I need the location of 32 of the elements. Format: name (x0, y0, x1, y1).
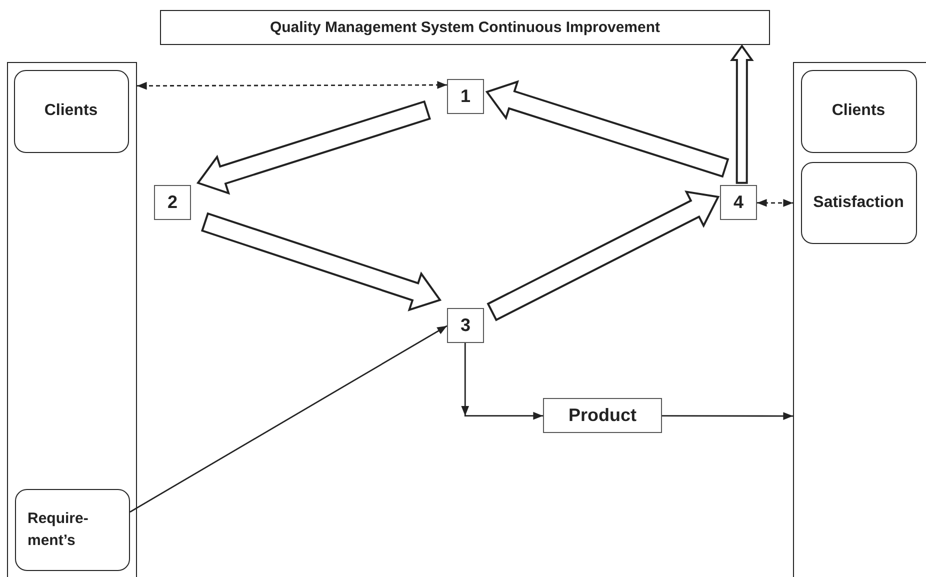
node-label: Clients (44, 101, 98, 122)
block-arrow (730, 44, 754, 184)
step-box (720, 185, 757, 220)
rounded-box (800, 70, 916, 152)
step-box (154, 185, 191, 220)
rounded-box (14, 70, 128, 152)
arrow (662, 412, 793, 420)
arrow (130, 325, 448, 513)
arrow (461, 343, 543, 420)
block-arrow (485, 80, 730, 178)
node-label: 3 (460, 314, 470, 338)
title-box (160, 10, 770, 45)
rounded-box (14, 488, 130, 570)
node-label: 1 (460, 85, 470, 108)
node-label: 2 (167, 191, 178, 214)
column-panel (7, 62, 137, 577)
node-label: 4 (733, 191, 744, 214)
node-label: Quality Management System Continuous Improvement (270, 18, 660, 38)
block-arrow (200, 212, 442, 312)
process-box (543, 398, 662, 433)
block-arrow (196, 100, 431, 195)
dashed-arrow (137, 81, 447, 90)
rounded-box (800, 162, 916, 244)
node-label: Clients (832, 101, 886, 122)
node-label: Product (568, 404, 636, 428)
block-arrow (486, 190, 720, 322)
column-panel (793, 62, 926, 577)
step-box (447, 79, 484, 114)
step-box (447, 308, 484, 343)
dashed-arrow (757, 198, 793, 207)
node-label: Require- ment’s (28, 508, 90, 550)
node-label: Satisfaction (813, 192, 904, 213)
